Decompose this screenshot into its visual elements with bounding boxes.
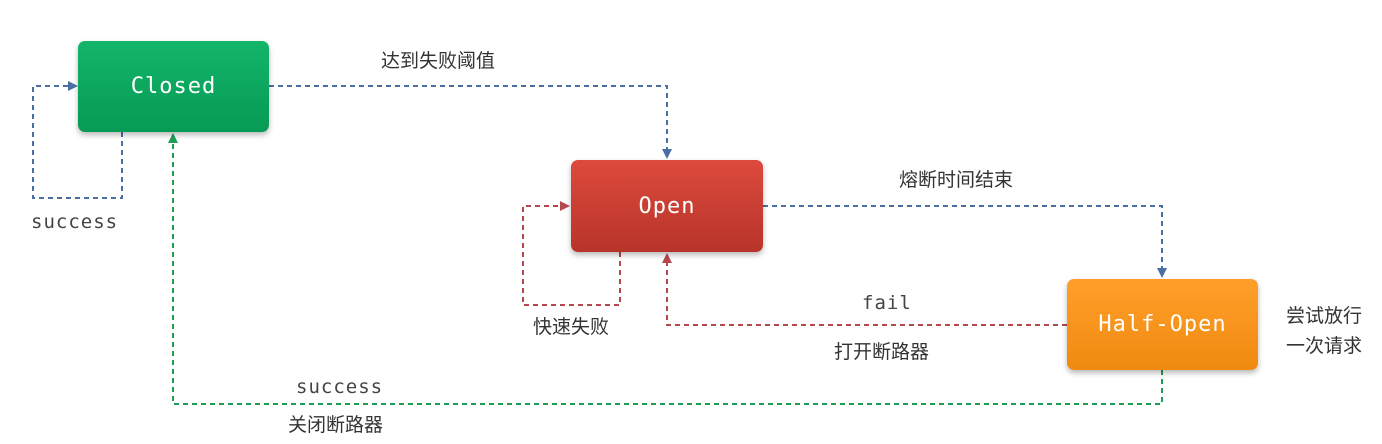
- closed-self-loop-label: success: [31, 211, 119, 233]
- half-open-note: 尝试放行 一次请求: [1286, 301, 1362, 361]
- open-state-label: Open: [638, 193, 696, 219]
- half-open-to-open-fail-label: fail: [862, 292, 912, 314]
- half-open-to-open-label: 打开断路器: [834, 341, 930, 363]
- half-open-state-node: Half-Open: [1067, 279, 1258, 370]
- open-state-node: Open: [571, 160, 763, 252]
- closed-state-label: Closed: [130, 74, 217, 99]
- half-open-note-line2: 一次请求: [1286, 335, 1363, 357]
- closed-state-node: Closed: [78, 41, 269, 132]
- open-to-half-open-arrow: [763, 205, 1167, 278]
- closed-to-open-label: 达到失败阈值: [381, 50, 496, 72]
- open-self-loop-arrow: [522, 201, 621, 306]
- half-open-state-label: Half-Open: [1098, 312, 1227, 337]
- closed-to-open-arrow: [269, 85, 672, 159]
- half-open-to-closed-success-label: success: [296, 376, 384, 398]
- open-self-loop-label: 快速失败: [533, 316, 610, 338]
- half-open-to-closed-label: 关闭断路器: [288, 414, 384, 436]
- half-open-note-line1: 尝试放行: [1286, 305, 1363, 327]
- half-open-to-open-arrow: [662, 253, 1067, 326]
- closed-self-loop-arrow: [32, 81, 123, 199]
- open-to-half-open-label: 熔断时间结束: [899, 169, 1014, 191]
